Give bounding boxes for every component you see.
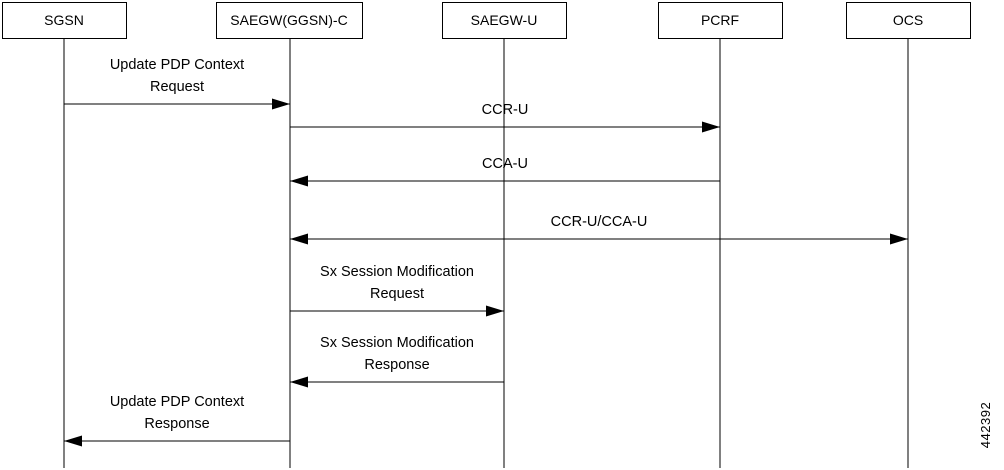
- participant-sgsn: SGSN: [2, 2, 127, 468]
- participants: SGSN SAEGW(GGSN)-C SAEGW-U PCRF OCS: [2, 2, 971, 468]
- message-3: CCA-U: [290, 156, 720, 187]
- participant-pcrf: PCRF: [658, 2, 783, 468]
- participant-box-sgsn: [2, 2, 127, 39]
- arrowhead-icon: [64, 435, 82, 447]
- participant-box-ocs: [846, 2, 971, 39]
- arrowhead-icon: [890, 233, 908, 245]
- participant-label-saegw-u: SAEGW-U: [471, 12, 538, 28]
- arrowhead-icon: [486, 305, 504, 317]
- message-2: CCR-U: [290, 102, 720, 133]
- figure-id: 442392: [978, 402, 993, 448]
- message-label: CCA-U: [482, 156, 528, 172]
- message-label: CCR-U: [482, 102, 529, 118]
- arrowhead-icon: [702, 121, 720, 133]
- message-label: CCR-U/CCA-U: [551, 214, 648, 230]
- message-label: Request: [150, 79, 204, 95]
- message-label: Sx Session Modification: [320, 264, 474, 280]
- participant-ocs: OCS: [846, 2, 971, 468]
- participant-label-pcrf: PCRF: [701, 12, 739, 28]
- message-label: Update PDP Context: [110, 394, 244, 410]
- message-4: CCR-U/CCA-U: [290, 214, 908, 245]
- participant-saegw-c: SAEGW(GGSN)-C: [216, 2, 363, 468]
- participant-label-ocs: OCS: [893, 12, 923, 28]
- arrowhead-icon: [290, 376, 308, 388]
- message-label: Update PDP Context: [110, 57, 244, 73]
- arrowhead-icon: [290, 175, 308, 187]
- arrowhead-icon: [290, 233, 308, 245]
- message-label: Response: [144, 416, 209, 432]
- message-label: Sx Session Modification: [320, 335, 474, 351]
- arrowhead-icon: [272, 98, 290, 110]
- message-label: Request: [370, 286, 424, 302]
- message-label: Response: [364, 357, 429, 373]
- participant-label-sgsn: SGSN: [44, 12, 84, 28]
- participant-box-pcrf: [658, 2, 783, 39]
- participant-saegw-u: SAEGW-U: [442, 2, 567, 468]
- messages: Update PDP ContextRequestCCR-UCCA-UCCR-U…: [64, 57, 908, 447]
- participant-label-saegw-c: SAEGW(GGSN)-C: [230, 12, 347, 28]
- participant-box-saegw-u: [442, 2, 567, 39]
- participant-box-saegw-c: [216, 2, 363, 39]
